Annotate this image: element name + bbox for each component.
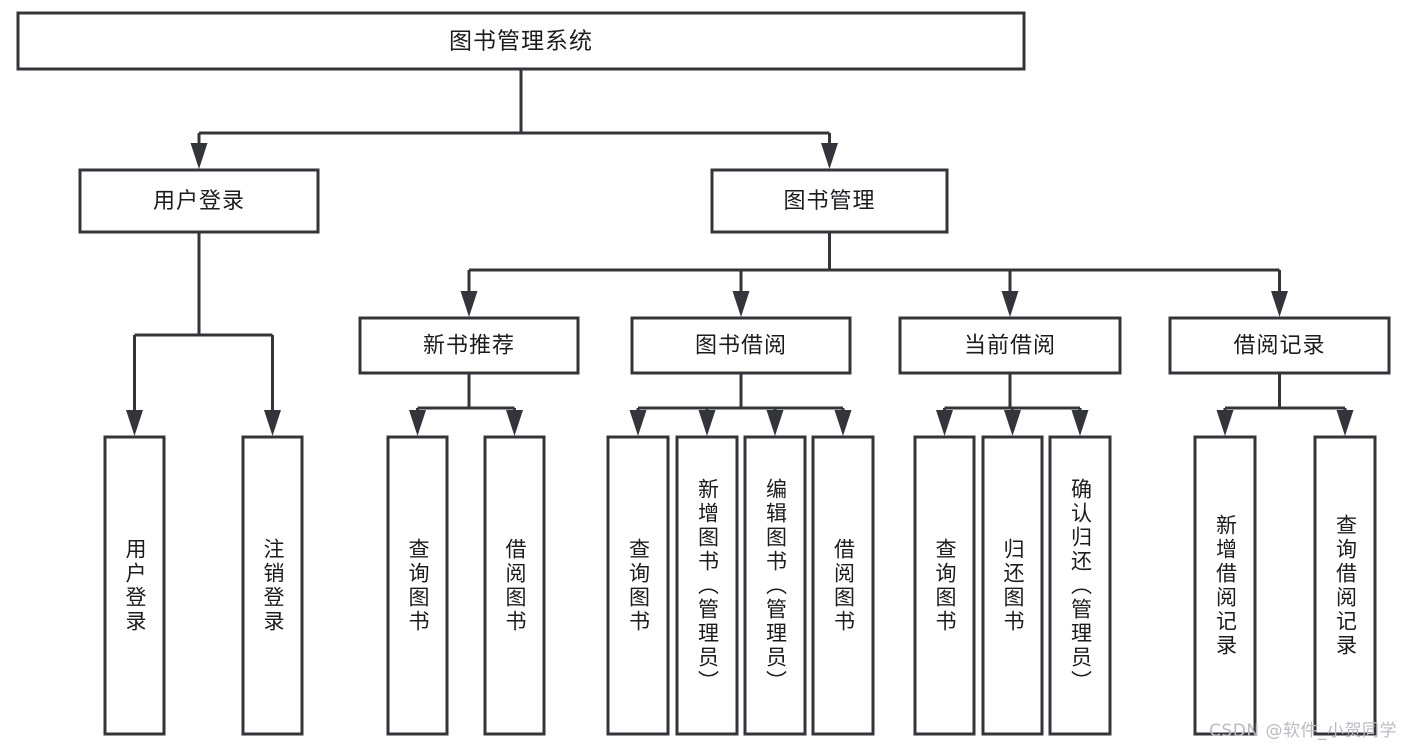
arrow-head-icon bbox=[264, 410, 281, 436]
node-box-layer bbox=[16, 11, 1391, 736]
arrow-head-icon bbox=[1336, 410, 1354, 436]
node-box-book-manage[interactable] bbox=[710, 168, 949, 234]
node-box-leaf-borrow-book-bor[interactable] bbox=[811, 435, 875, 736]
arrow-head-icon bbox=[190, 143, 208, 169]
arrow-head-icon bbox=[1271, 291, 1288, 317]
node-box-book-borrow[interactable] bbox=[630, 316, 852, 375]
node-box-leaf-add-record[interactable] bbox=[1193, 435, 1257, 736]
node-box-borrow-record[interactable] bbox=[1168, 316, 1391, 375]
node-label-user-login: 用户登录 bbox=[153, 189, 245, 214]
node-box-new-book-rec[interactable] bbox=[358, 316, 580, 375]
arrow-head-icon bbox=[936, 410, 953, 436]
node-box-user-login[interactable] bbox=[78, 168, 320, 234]
node-label-current-borrow: 当前借阅 bbox=[964, 334, 1056, 359]
node-box-leaf-query-book-rec[interactable] bbox=[386, 435, 449, 736]
arrow-head-icon bbox=[1001, 291, 1019, 317]
node-box-leaf-query-record[interactable] bbox=[1313, 435, 1377, 736]
node-label-new-book-rec: 新书推荐 bbox=[423, 334, 515, 359]
arrow-head-icon bbox=[766, 410, 784, 436]
arrow-head-icon bbox=[1004, 410, 1021, 436]
node-label-borrow-record: 借阅记录 bbox=[1233, 334, 1325, 359]
node-label-book-borrow: 图书借阅 bbox=[695, 334, 787, 359]
node-box-leaf-return-book[interactable] bbox=[981, 435, 1044, 736]
arrow-head-icon bbox=[698, 410, 716, 436]
node-box-leaf-borrow-book-rec[interactable] bbox=[483, 435, 546, 736]
arrow-head-icon bbox=[821, 143, 838, 169]
connector-layer bbox=[126, 69, 1354, 436]
arrow-head-icon bbox=[1071, 410, 1089, 436]
node-box-leaf-confirm-return[interactable] bbox=[1048, 435, 1112, 736]
arrow-head-icon bbox=[126, 410, 143, 436]
arrow-head-icon bbox=[460, 291, 478, 317]
node-box-leaf-query-book-cur[interactable] bbox=[913, 435, 976, 736]
node-box-leaf-add-book[interactable] bbox=[675, 435, 739, 736]
node-label-book-manage: 图书管理 bbox=[783, 189, 875, 214]
arrow-head-icon bbox=[409, 410, 426, 436]
node-box-leaf-edit-book[interactable] bbox=[743, 435, 807, 736]
node-box-leaf-query-book-bor[interactable] bbox=[606, 435, 670, 736]
arrow-head-icon bbox=[506, 410, 523, 436]
arrow-head-icon bbox=[1216, 410, 1234, 436]
arrow-head-icon bbox=[834, 410, 852, 436]
node-box-root[interactable] bbox=[16, 11, 1026, 71]
node-box-current-borrow[interactable] bbox=[898, 316, 1122, 375]
node-label-root: 图书管理系统 bbox=[449, 29, 593, 55]
node-box-leaf-logout[interactable] bbox=[241, 435, 304, 736]
arrow-head-icon bbox=[629, 410, 647, 436]
node-box-leaf-user-login[interactable] bbox=[103, 435, 166, 736]
watermark-text: CSDN @软件_小贺同学 bbox=[1209, 721, 1397, 741]
arrow-head-icon bbox=[732, 291, 750, 317]
